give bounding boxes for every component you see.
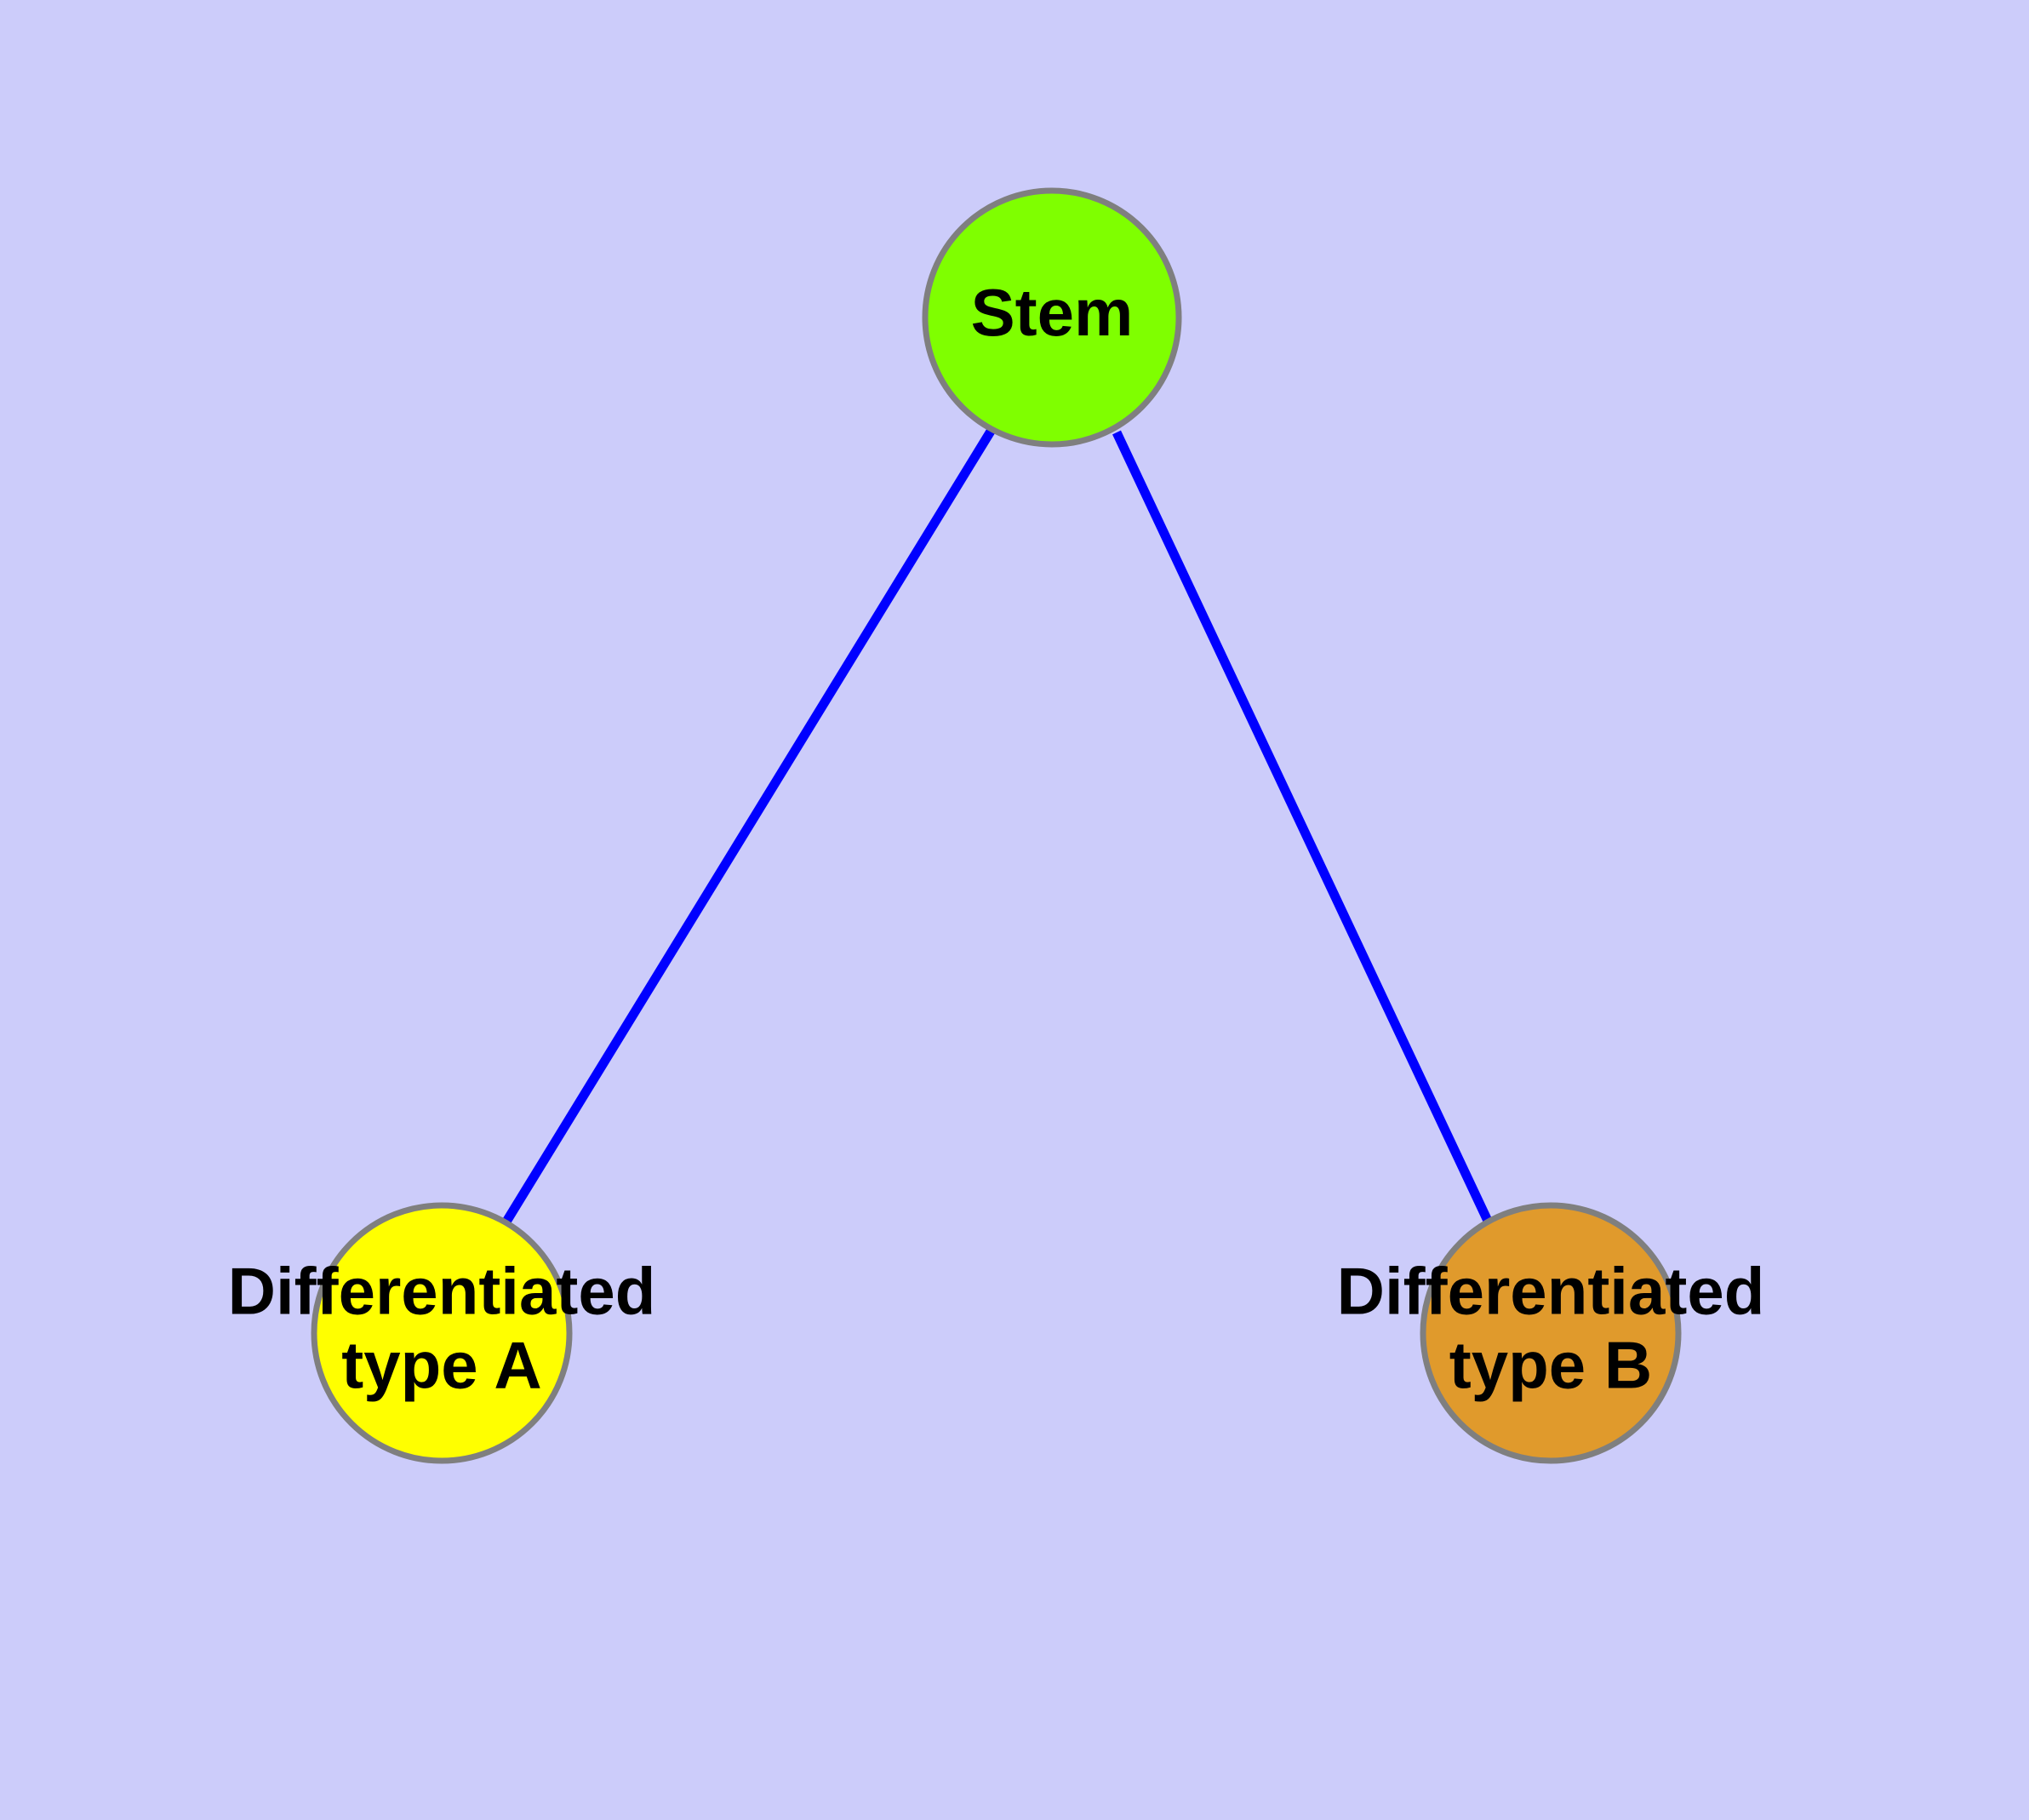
node-layer — [311, 187, 1682, 1464]
node-circle-stem[interactable] — [922, 187, 1182, 448]
edge-stem-to-diff-a — [502, 427, 996, 1224]
node-label-line: Differentiated — [1337, 1253, 1765, 1328]
edge-stem-to-diff-b — [1112, 430, 1492, 1223]
node-circle-diff-a[interactable] — [311, 1202, 573, 1464]
edge-layer — [502, 427, 1492, 1224]
node-label-line: Differentiated — [228, 1253, 656, 1328]
node-label-stem: Stem — [971, 275, 1134, 350]
node-label-line: type A — [341, 1327, 542, 1402]
node-circle-diff-b[interactable] — [1420, 1202, 1682, 1464]
node-label-line: type B — [1449, 1327, 1652, 1402]
node-label-line: Stem — [971, 275, 1134, 350]
